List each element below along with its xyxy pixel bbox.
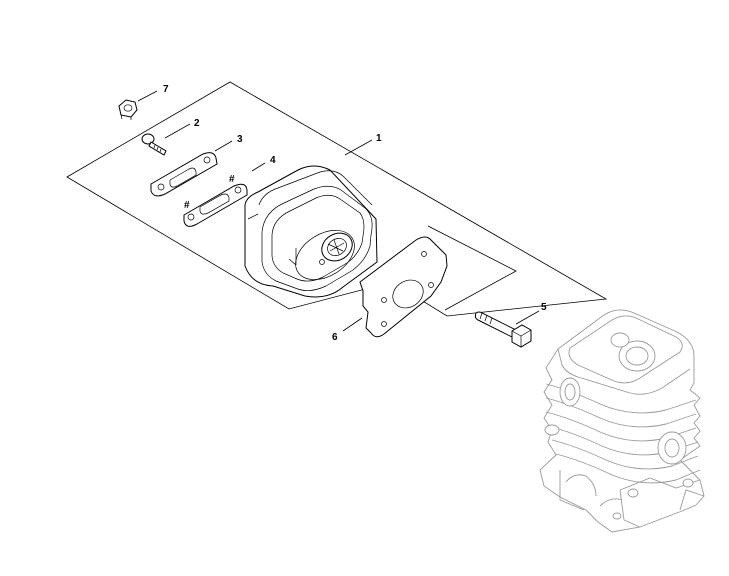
engine-cylinder-reference-icon (539, 309, 705, 533)
callout-6[interactable]: 6 (332, 332, 338, 343)
assembly-frame-1 (66, 81, 608, 317)
gasket-icon[interactable]: # # (183, 174, 248, 227)
callout-3[interactable]: 3 (237, 134, 243, 145)
callout-1[interactable]: 1 (376, 133, 382, 144)
callout-4[interactable]: 4 (270, 155, 276, 166)
gasket-mark-right: # (229, 174, 235, 185)
muffler-assembly-icon[interactable] (244, 165, 378, 298)
muffler-gasket-icon[interactable] (359, 236, 448, 338)
callout-2[interactable]: 2 (194, 118, 200, 129)
nut-icon[interactable] (118, 99, 138, 120)
callout-5[interactable]: 5 (541, 302, 547, 313)
gasket-mark-left: # (184, 200, 190, 211)
callouts: 7 2 3 4 1 6 5 (163, 84, 547, 343)
leader-lines (137, 90, 540, 332)
bolt-icon[interactable] (474, 311, 532, 348)
callout-7[interactable]: 7 (163, 84, 169, 95)
gasket-plate-icon[interactable] (150, 152, 218, 197)
screw-icon[interactable] (141, 133, 167, 156)
